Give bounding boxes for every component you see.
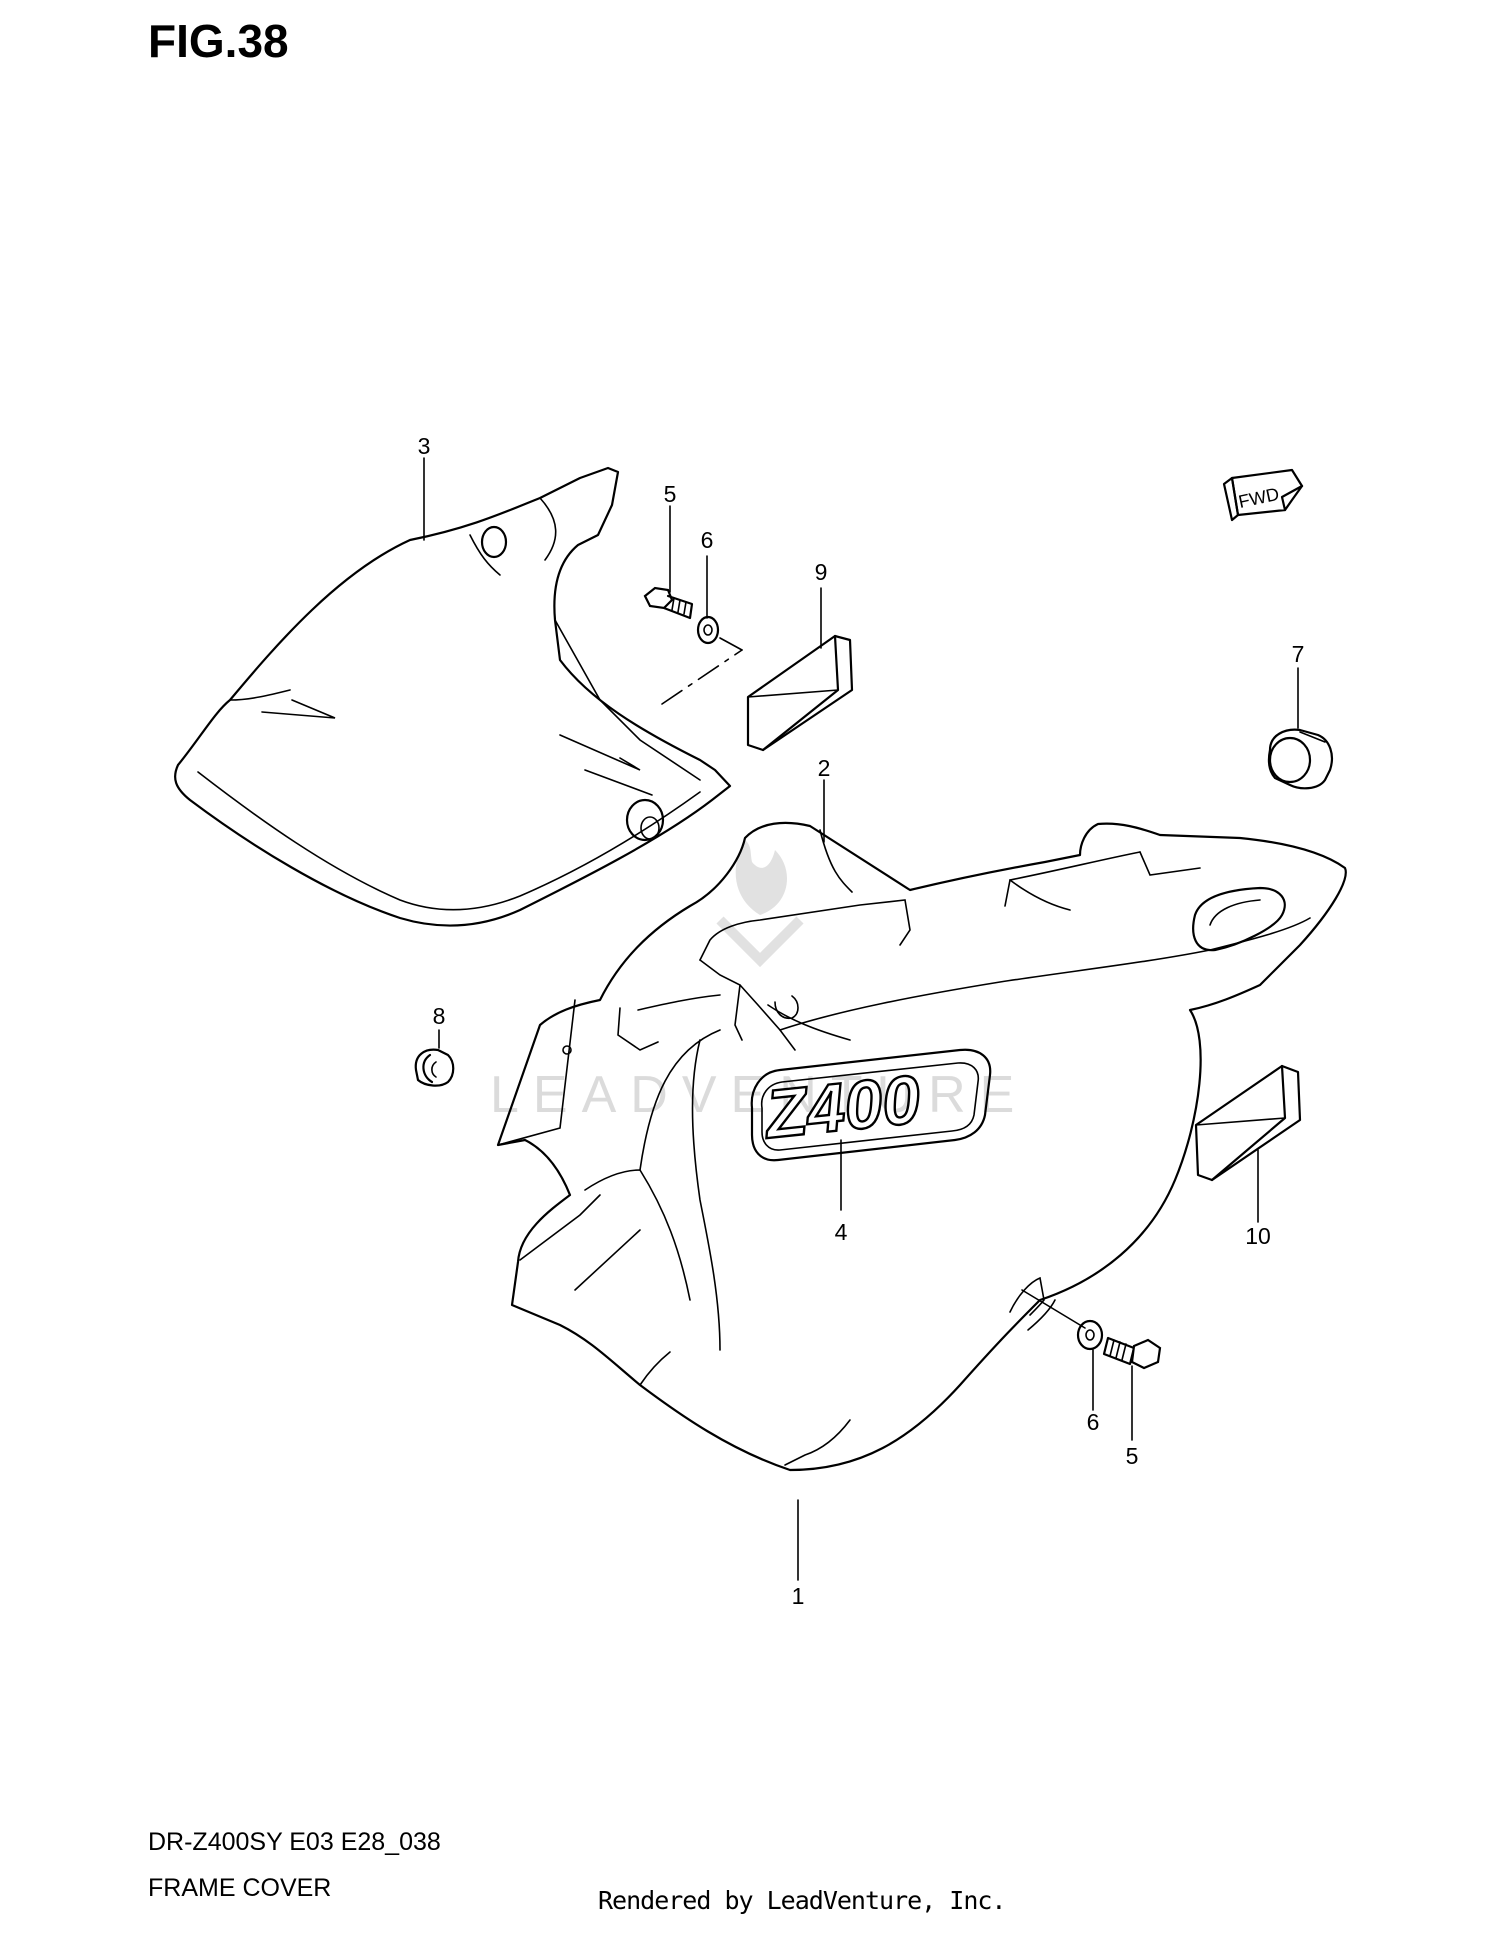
callout-6-upper: 6	[701, 527, 714, 553]
callout-5-upper: 5	[664, 481, 677, 507]
watermark-flame-icon	[735, 840, 787, 915]
fwd-badge-label: FWD	[1237, 484, 1281, 512]
part-3-inner-cover	[174, 466, 732, 927]
callout-8: 8	[433, 1003, 446, 1029]
render-credit: Rendered by LeadVenture, Inc.	[598, 1886, 1006, 1915]
bolt-upper	[643, 586, 694, 620]
callout-4: 4	[835, 1219, 848, 1245]
part-1-frame-cover	[496, 821, 1347, 1472]
callout-7: 7	[1292, 641, 1305, 667]
callout-9: 9	[815, 559, 828, 585]
watermark-chevron-icon	[716, 916, 804, 968]
grommet-boss	[625, 798, 665, 842]
watermark-text: LEADVENTURE	[490, 1066, 1028, 1124]
figure-title: FIG.38	[148, 15, 289, 67]
emblem-text: Z400	[760, 1061, 924, 1153]
fwd-direction-badge: FWD	[1222, 468, 1304, 522]
part-8-grommet	[414, 1048, 455, 1087]
part-7-grommet	[1267, 728, 1334, 790]
watermark: LEADVENTURE	[490, 840, 1028, 1124]
model-code: DR-Z400SY E03 E28_038	[148, 1828, 441, 1856]
part-4-emblem: Z400	[750, 1048, 992, 1162]
callout-10: 10	[1245, 1223, 1271, 1249]
callout-leaders	[423, 457, 1299, 1581]
washer-upper	[696, 615, 720, 645]
callout-3: 3	[418, 433, 431, 459]
callout-1: 1	[792, 1583, 805, 1609]
washer-lower	[1076, 1319, 1104, 1351]
bolt-lower	[1102, 1336, 1162, 1370]
callout-2: 2	[818, 755, 831, 781]
assembly-line	[661, 649, 743, 705]
part-10-pad	[1194, 1064, 1302, 1182]
section-name: FRAME COVER	[148, 1874, 332, 1902]
mount-hole	[480, 525, 508, 559]
callout-5-lower: 5	[1126, 1443, 1139, 1469]
part-9-pad	[746, 634, 854, 752]
callout-6-lower: 6	[1087, 1409, 1100, 1435]
assembly-line-lower	[1021, 1289, 1086, 1329]
